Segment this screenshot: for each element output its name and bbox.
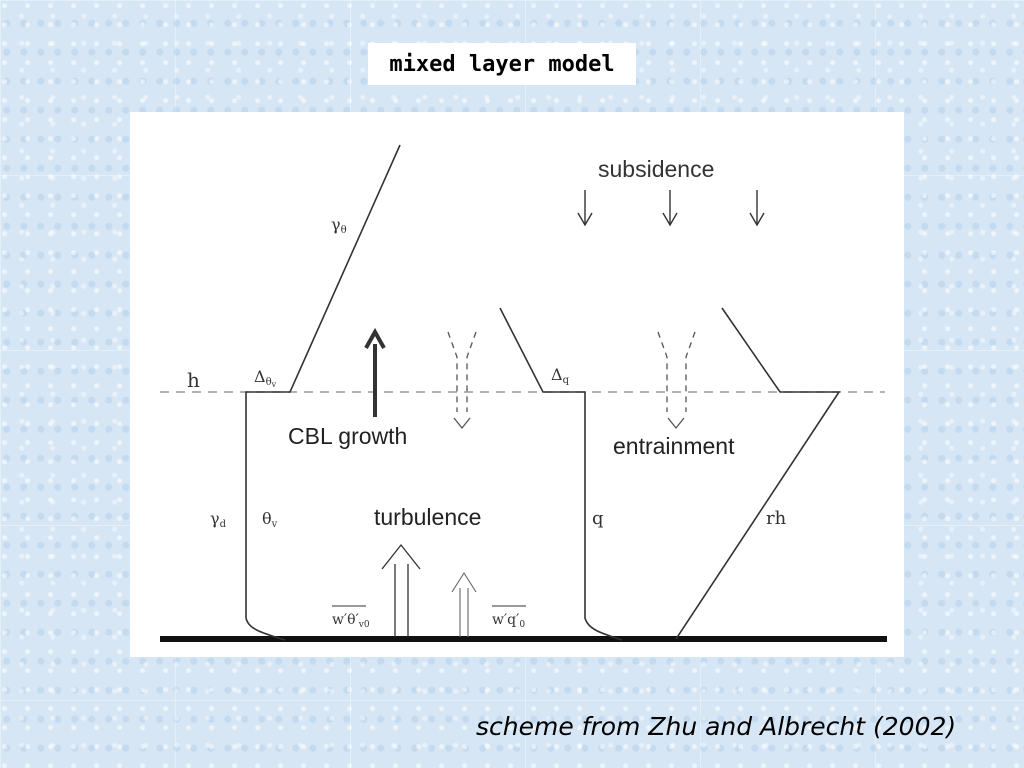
rh-profile bbox=[675, 307, 841, 640]
svg-text:w′θ′v0: w′θ′v0 bbox=[332, 612, 370, 630]
entrainment-arrow-right bbox=[657, 331, 696, 430]
delta-q-label: Δq bbox=[551, 365, 570, 386]
subsidence-arrows bbox=[577, 190, 765, 227]
svg-text:w′q′0: w′q′0 bbox=[492, 612, 525, 630]
subsidence-label: subsidence bbox=[598, 156, 714, 182]
rh-label: rh bbox=[766, 508, 787, 529]
flux-q-label: w′q′0 bbox=[492, 605, 526, 630]
slide-title: mixed layer model bbox=[368, 43, 636, 85]
delta-theta-label: Δθv bbox=[254, 367, 277, 389]
mixed-layer-diagram: subsidence CBL growth entrainment turbul… bbox=[130, 112, 904, 657]
flux-theta-label: w′θ′v0 bbox=[332, 605, 370, 630]
gamma-d-label: γd bbox=[210, 509, 227, 530]
q-label: q bbox=[592, 508, 604, 529]
cbl-growth-label: CBL growth bbox=[288, 423, 407, 449]
entrainment-label: entrainment bbox=[613, 433, 735, 459]
theta-profile bbox=[245, 144, 401, 641]
diagram-canvas: subsidence CBL growth entrainment turbul… bbox=[160, 144, 887, 642]
q-profile bbox=[499, 307, 623, 641]
theta-v-label: θv bbox=[262, 509, 278, 530]
flux-theta-arrow bbox=[381, 543, 421, 637]
gamma-theta-label: γθ bbox=[331, 215, 347, 236]
flux-q-arrow bbox=[451, 571, 477, 637]
turbulence-label: turbulence bbox=[374, 504, 481, 530]
entrainment-arrow-left bbox=[447, 331, 477, 430]
cbl-growth-arrow bbox=[364, 327, 386, 417]
h-label: h bbox=[187, 368, 200, 392]
figure-caption: scheme from Zhu and Albrecht (2002) bbox=[476, 712, 957, 741]
